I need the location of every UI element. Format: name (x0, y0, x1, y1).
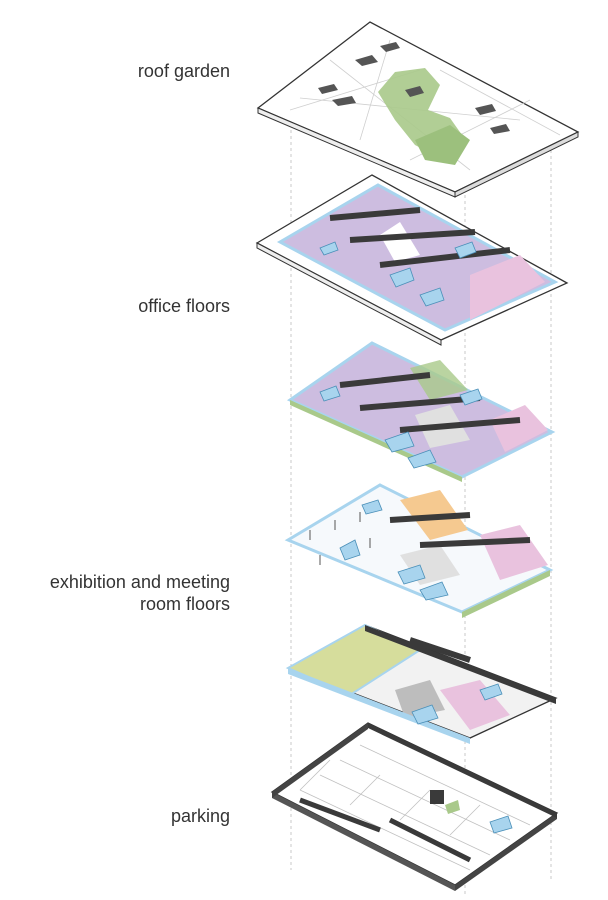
office-lower-terrace (410, 360, 468, 400)
exhibition-lower-front-edge (288, 668, 470, 744)
parking-walls-inner (299, 797, 472, 863)
exhibition-lower-back-wall (365, 625, 556, 704)
office-lower-pink-zone (490, 405, 548, 452)
parking-core (430, 790, 444, 804)
label-office-floors: office floors (138, 296, 230, 316)
office-upper-cores (329, 207, 511, 268)
parking-stall-lines (299, 744, 531, 871)
office-floor-lower (286, 341, 556, 482)
office-lower-stairs (319, 385, 483, 469)
parking-front-wall (272, 792, 455, 891)
office-floor-upper (255, 174, 569, 346)
label-roof-garden: roof garden (137, 61, 230, 81)
office-lower-cores (339, 372, 521, 433)
parking-layer (270, 722, 559, 891)
roof-garden-layer (256, 21, 580, 198)
label-exhibition-line1: exhibition and meeting (49, 572, 230, 592)
exhibition-upper-stairs (339, 499, 449, 601)
exhibition-upper-cores (389, 512, 531, 548)
exhibition-upper-green-edge (462, 570, 550, 618)
label-parking: parking (170, 806, 230, 826)
parking-stair (489, 815, 513, 834)
green-roof-area-2 (415, 125, 470, 165)
office-upper-pink-zone (470, 255, 545, 320)
exhibition-lower-cores (409, 637, 471, 663)
label-exhibition-floors: exhibition and meeting room floors (50, 571, 230, 615)
exhibition-lower-pink-zone (440, 680, 510, 730)
skylights (318, 42, 510, 134)
exhibition-floor-lower (285, 623, 558, 744)
parking-side-wall (455, 813, 557, 891)
parking-left-wall (272, 723, 368, 798)
label-exhibition-line2: room floors (139, 594, 230, 614)
roof-slab-edge-side (454, 131, 579, 198)
exhibition-lower-stairs (411, 683, 503, 725)
office-upper-void (380, 222, 420, 262)
office-upper-stairs (319, 241, 477, 307)
parking-green-patch (445, 800, 460, 814)
parking-back-wall (368, 723, 557, 818)
exhibition-floor-upper (284, 483, 554, 618)
